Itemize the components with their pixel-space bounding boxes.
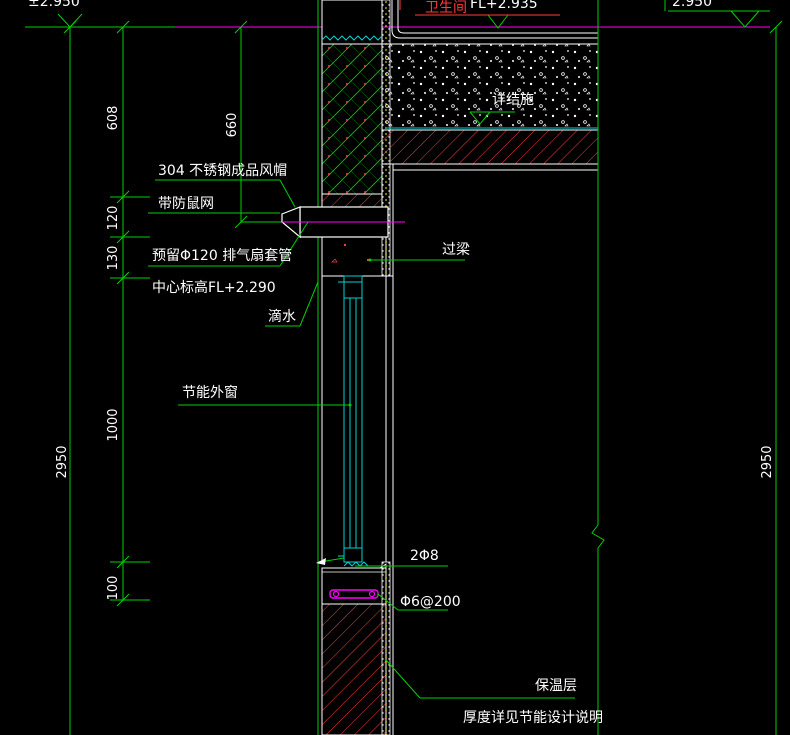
insulation-label: 保温层 xyxy=(535,678,577,694)
leader-sleeve: 预留Φ120 排气扇套管 xyxy=(148,221,309,267)
leader-drip: 滴水 xyxy=(265,281,319,327)
room-level: FL+2.935 xyxy=(470,0,538,12)
dim-100: 100 xyxy=(106,576,121,601)
room-label-group: 卫生间 FL+2.935 xyxy=(399,0,560,29)
rebar-top-label: 2Φ8 xyxy=(410,548,439,564)
lintel-label: 过梁 xyxy=(442,242,470,258)
center-level-label: 中心标高FL+2.290 xyxy=(152,279,276,296)
level-left-text: ±2.950 xyxy=(28,0,80,10)
dim-1000: 1000 xyxy=(106,408,121,441)
energy-window xyxy=(321,275,394,735)
dim-130: 130 xyxy=(106,246,121,271)
leader-rebar-top: 2Φ8 xyxy=(355,548,448,567)
slab-note: 详结施 xyxy=(492,92,534,108)
leader-insulation: 保温层 厚度详见节能设计说明 xyxy=(385,659,603,726)
interior-break-line xyxy=(591,0,605,735)
leader-lintel: 过梁 xyxy=(368,242,470,262)
dim-2950-left: 2950 xyxy=(55,445,70,478)
floor-slab: 详结施 xyxy=(381,0,599,171)
stirrup-label: Φ6@200 xyxy=(400,594,461,610)
drip-label: 滴水 xyxy=(268,308,296,325)
leader-window: 节能外窗 xyxy=(178,384,352,407)
top-level-right: 2.950 xyxy=(664,0,770,28)
window-label: 节能外窗 xyxy=(182,384,238,401)
top-level-left: ±2.950 xyxy=(25,0,175,28)
wall-lower xyxy=(321,561,391,735)
vent-sleeve xyxy=(281,206,405,239)
insulation-note: 厚度详见节能设计说明 xyxy=(463,710,603,726)
sill-arrow xyxy=(316,557,345,565)
leader-vent-cap: 304 不锈钢成品风帽 xyxy=(155,163,296,208)
dimension-chain-right xyxy=(769,20,783,735)
center-level-group: 中心标高FL+2.290 xyxy=(152,279,276,296)
rat-net-label: 带防鼠网 xyxy=(158,196,214,212)
dim-608: 608 xyxy=(106,106,121,131)
sleeve-label: 预留Φ120 排气扇套管 xyxy=(152,248,292,264)
dimension-chain-left xyxy=(63,20,150,735)
dim-120: 120 xyxy=(106,206,121,231)
leader-stirrup: Φ6@200 xyxy=(377,593,461,611)
room-label: 卫生间 xyxy=(425,0,467,16)
leader-rat-net: 带防鼠网 xyxy=(148,196,280,214)
level-right-text: 2.950 xyxy=(672,0,712,10)
dimension-660 xyxy=(234,20,300,229)
dim-2950-right: 2950 xyxy=(760,445,775,478)
vent-cap-label: 304 不锈钢成品风帽 xyxy=(158,163,287,179)
dim-660: 660 xyxy=(225,113,240,138)
